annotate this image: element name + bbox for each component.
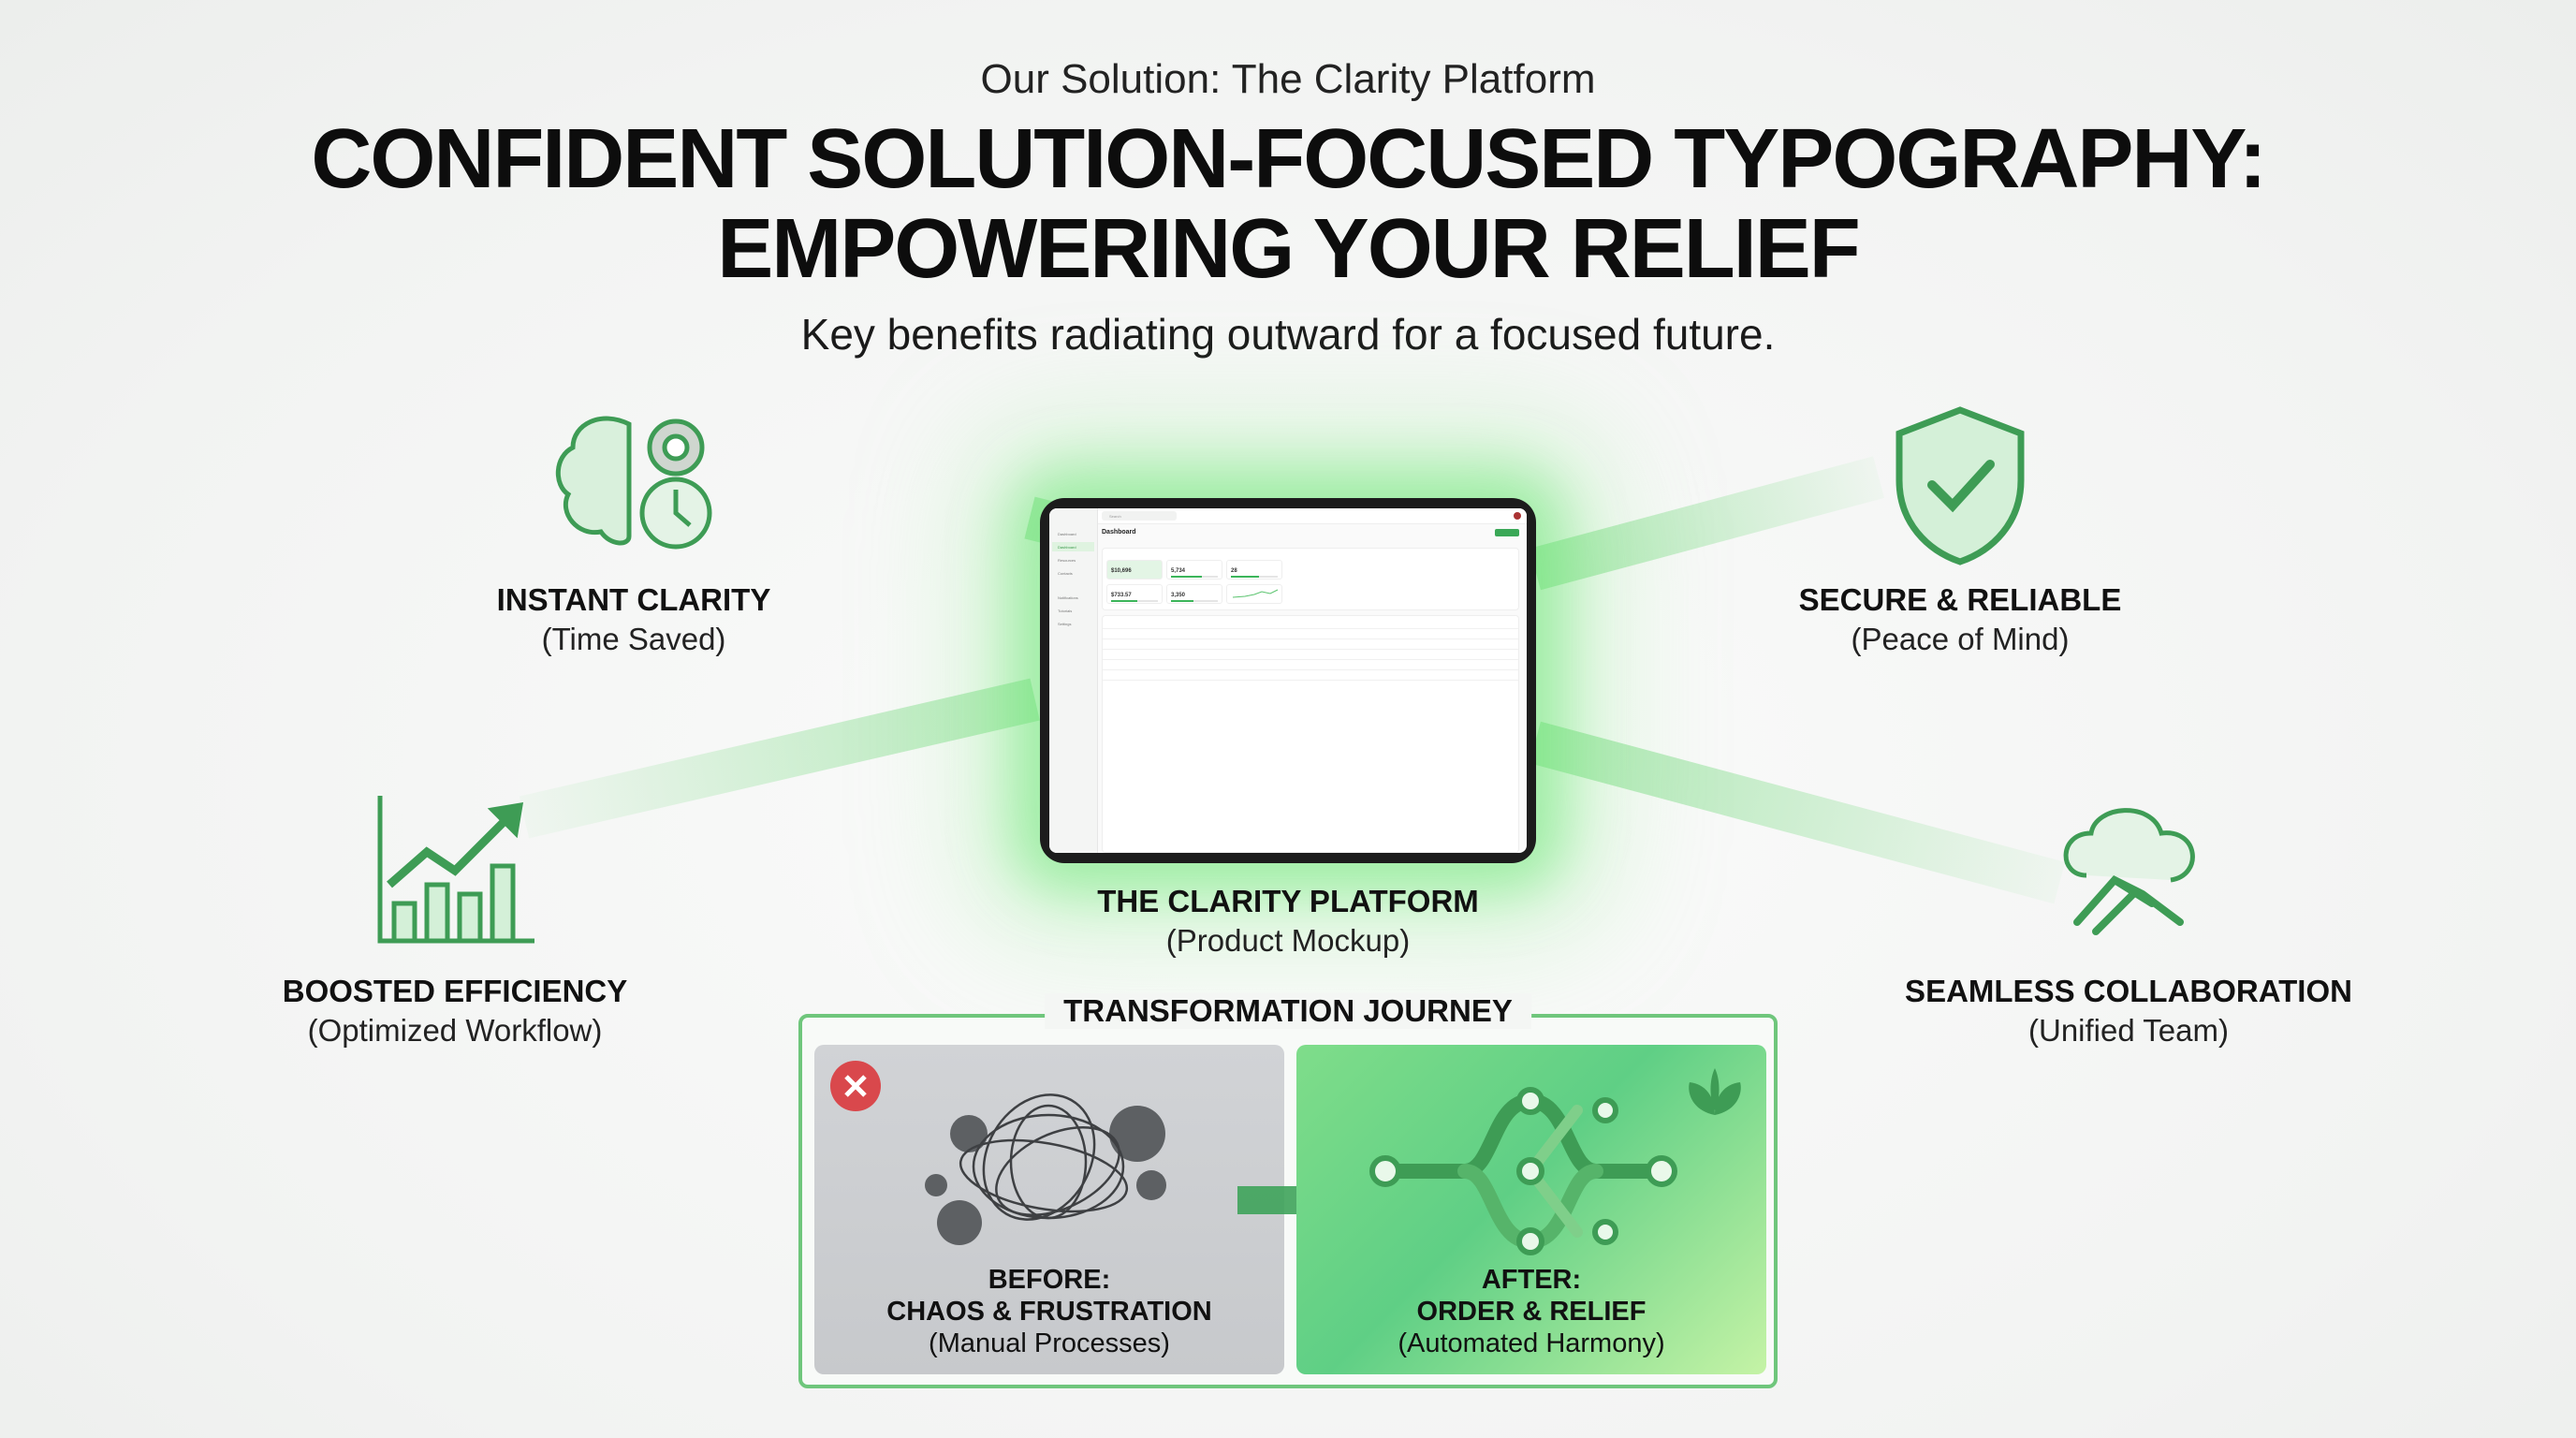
table-row[interactable] xyxy=(1103,639,1518,650)
mockup-table xyxy=(1102,615,1519,853)
before-title: CHAOS & FRUSTRATION xyxy=(886,1297,1212,1327)
headline: CONFIDENT SOLUTION-FOCUSED TYPOGRAPHY: E… xyxy=(311,112,2266,296)
beam-secure xyxy=(1530,456,1885,591)
metric-card: $733.57 xyxy=(1106,584,1163,604)
shield-check-icon xyxy=(1895,406,2025,565)
benefit-title: SECURE & RELIABLE xyxy=(1798,582,2122,617)
benefit-title: BOOSTED EFFICIENCY xyxy=(282,974,628,1008)
journey-title: TRANSFORMATION JOURNEY xyxy=(1045,993,1531,1029)
metric-card-sparkline xyxy=(1226,584,1282,604)
tagline: Key benefits radiating outward for a foc… xyxy=(800,310,1776,359)
platform-title: THE CLARITY PLATFORM xyxy=(1097,884,1479,918)
before-text: BEFORE: CHAOS & FRUSTRATION (Manual Proc… xyxy=(886,1264,1211,1359)
mockup-main: Search Dashboard $10,696 5,734 28 $733.5… xyxy=(1098,508,1527,853)
mockup-sidebar: Dashboard Dashboard Resources Contacts N… xyxy=(1049,508,1098,853)
headline-line-1: CONFIDENT SOLUTION-FOCUSED TYPOGRAPHY: xyxy=(311,112,2266,206)
platform-label: THE CLARITY PLATFORM (Product Mockup) xyxy=(1097,884,1479,959)
benefit-secure-reliable: SECURE & RELIABLE (Peace of Mind) xyxy=(1799,582,2122,657)
mockup-nav-item[interactable]: Tutorials xyxy=(1058,608,1073,613)
table-row[interactable] xyxy=(1103,660,1518,670)
benefit-subtitle: (Optimized Workflow) xyxy=(307,1013,603,1048)
mockup-nav-item[interactable]: Dashboard xyxy=(1052,542,1094,551)
mockup-nav-item[interactable]: Settings xyxy=(1058,621,1072,626)
beam-collaboration xyxy=(1530,721,2066,904)
tangled-gears-icon xyxy=(925,1093,1166,1245)
benefit-subtitle: (Peace of Mind) xyxy=(1851,622,2070,656)
after-panel: AFTER: ORDER & RELIEF (Automated Harmony… xyxy=(1296,1045,1766,1374)
transformation-journey: TRANSFORMATION JOURNEY BEFORE: CHAOS & F… xyxy=(798,993,1778,1388)
benefit-title: INSTANT CLARITY xyxy=(496,582,771,617)
error-x-icon xyxy=(830,1061,881,1111)
before-panel: BEFORE: CHAOS & FRUSTRATION (Manual Proc… xyxy=(814,1045,1284,1374)
benefit-boosted-efficiency: BOOSTED EFFICIENCY (Optimized Workflow) xyxy=(283,974,628,1049)
benefit-seamless-collaboration: SEAMLESS COLLABORATION (Unified Team) xyxy=(1905,974,2352,1049)
benefit-instant-clarity: INSTANT CLARITY (Time Saved) xyxy=(497,582,771,657)
mockup-nav-item[interactable]: Resources xyxy=(1058,557,1076,563)
after-label: AFTER: xyxy=(1481,1265,1582,1295)
table-row[interactable] xyxy=(1103,670,1518,681)
tablet-mockup: Dashboard Dashboard Resources Contacts N… xyxy=(1040,498,1536,863)
leaf-sprout-icon xyxy=(1689,1068,1741,1115)
sparkline xyxy=(1232,589,1279,598)
metric-card: 3,350 xyxy=(1166,584,1222,604)
after-title: ORDER & RELIEF xyxy=(1416,1297,1647,1327)
platform-subtitle: (Product Mockup) xyxy=(1165,923,1411,958)
metric-card: $10,696 xyxy=(1106,560,1163,580)
benefit-subtitle: (Unified Team) xyxy=(2028,1013,2229,1048)
eyebrow-title: Our Solution: The Clarity Platform xyxy=(980,56,1596,102)
mockup-nav-item[interactable]: Contacts xyxy=(1058,570,1073,576)
cloud-handshake-icon xyxy=(2063,808,2195,935)
metric-card: 5,734 xyxy=(1166,560,1222,580)
mockup-topbar: Search xyxy=(1098,508,1527,524)
after-subtitle: (Automated Harmony) xyxy=(1398,1328,1665,1358)
table-header xyxy=(1103,616,1518,629)
growth-chart-icon xyxy=(377,796,534,944)
mockup-nav-item[interactable]: Dashboard xyxy=(1058,531,1076,536)
workflow-network-icon xyxy=(1369,1087,1677,1255)
after-text: AFTER: ORDER & RELIEF (Automated Harmony… xyxy=(1398,1264,1664,1359)
before-subtitle: (Manual Processes) xyxy=(929,1328,1170,1358)
beam-efficiency xyxy=(519,678,1040,839)
dashboard-screen: Dashboard Dashboard Resources Contacts N… xyxy=(1049,508,1527,853)
brain-gear-clock-icon xyxy=(555,416,712,550)
avatar[interactable] xyxy=(1514,512,1521,520)
mockup-metric-cards: $10,696 5,734 28 $733.57 3,350 xyxy=(1102,548,1519,610)
headline-line-2: EMPOWERING YOUR RELIEF xyxy=(717,202,1860,296)
table-row[interactable] xyxy=(1103,650,1518,660)
mockup-action-button[interactable] xyxy=(1495,529,1519,536)
metric-card: 28 xyxy=(1226,560,1282,580)
table-row[interactable] xyxy=(1103,629,1518,639)
benefit-subtitle: (Time Saved) xyxy=(541,622,726,656)
mockup-nav-item[interactable]: Notifications xyxy=(1058,594,1078,600)
before-label: BEFORE: xyxy=(988,1265,1111,1295)
mockup-page-title: Dashboard xyxy=(1102,529,1136,536)
mockup-search-input[interactable]: Search xyxy=(1102,511,1177,521)
benefit-title: SEAMLESS COLLABORATION xyxy=(1905,974,2352,1008)
